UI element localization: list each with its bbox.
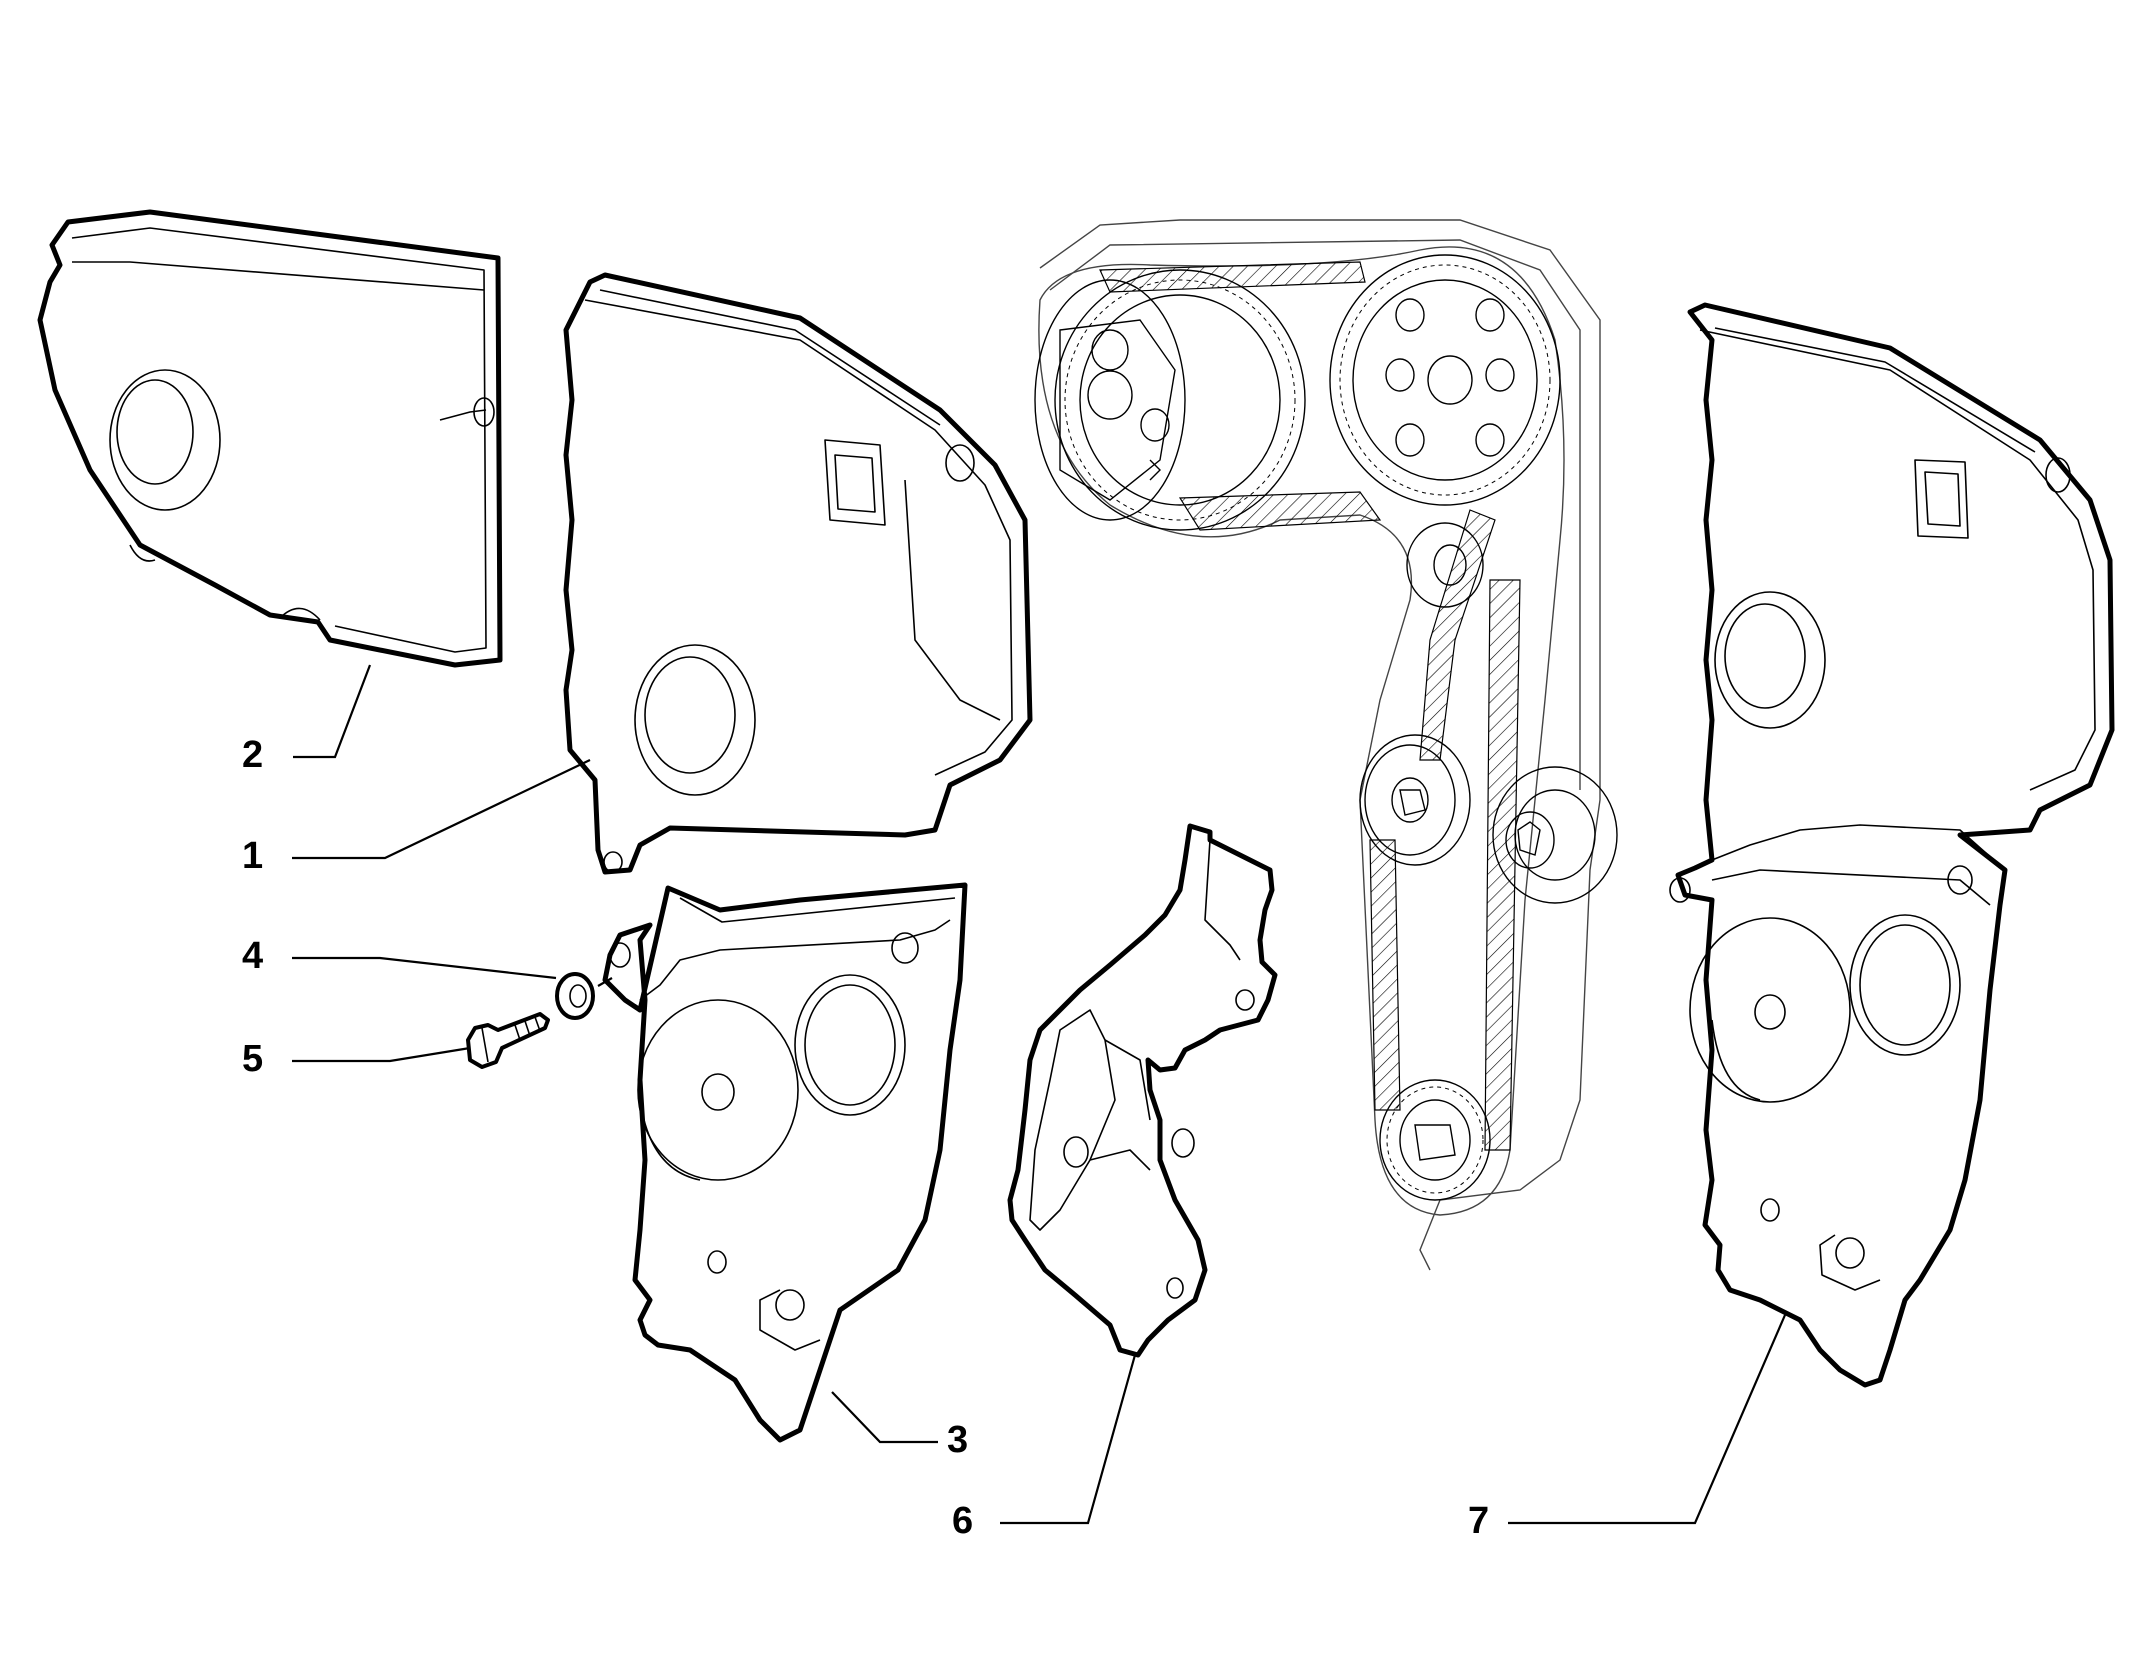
callout-6: 6 [952,1500,973,1542]
part-5-bolt [466,1012,550,1069]
left-cam-pulley [1034,269,1306,531]
leader-7 [1508,1314,1787,1525]
leader-5 [292,1046,471,1063]
callouts: 2 1 4 5 3 6 7 [242,734,1489,1542]
tensioner-pulley [1359,734,1471,866]
part-7-cover-assembly [1669,302,2115,1388]
leader-1 [292,759,591,860]
right-cam-pulley [1329,254,1561,506]
leader-3 [831,1391,938,1444]
callout-2: 2 [242,734,263,776]
part-1-timing-cover [563,272,1033,875]
crank-pulley [1379,1079,1491,1201]
leader-2 [293,664,372,759]
callout-5: 5 [242,1038,263,1080]
part-6-bracket [1007,823,1278,1358]
callout-7: 7 [1468,1500,1489,1542]
part-4-washer [555,972,613,1020]
timing-belt-assembly [1034,219,1618,1271]
leader-lines [292,664,1787,1525]
leader-4 [292,956,557,980]
leader-6 [1000,1354,1137,1525]
idler-pulley [1406,522,1484,608]
part-2-upper-cover [37,209,503,668]
part-3-lower-cover [602,882,968,1443]
side-tensioner [1492,766,1618,904]
callout-4: 4 [242,935,263,977]
callout-3: 3 [947,1419,968,1461]
callout-1: 1 [242,835,263,877]
